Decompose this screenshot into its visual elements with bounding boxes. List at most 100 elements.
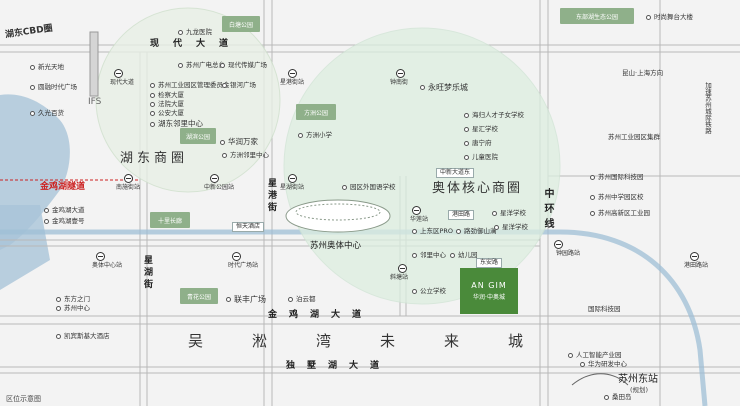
poi-39: 联丰广场 xyxy=(226,296,266,304)
poi-34: 苏州高新区工业园 xyxy=(590,210,650,217)
metro-0: 现代大道 xyxy=(110,79,135,86)
poi-3: 苏州工业园区管理委员会 xyxy=(150,82,230,89)
ifs-label: IFS xyxy=(88,97,102,107)
poi-28: 东安路 xyxy=(476,258,503,268)
poi-37: 苏州工业园区集群 xyxy=(608,133,660,141)
poi-32: 中新大道东 xyxy=(436,168,475,178)
metro-station-icon xyxy=(232,252,241,261)
metro-station-icon xyxy=(690,252,699,261)
poi-42: 华为研发中心 xyxy=(580,361,627,368)
station-sub: (规划) xyxy=(630,386,649,394)
poi-4: 苏州广电总台 xyxy=(178,62,225,69)
hudong-district-label: 湖东商圈 xyxy=(120,151,189,166)
jinjihu-road-label: 金鸡湖大道 xyxy=(268,310,374,320)
park-2: 湖滨公园 xyxy=(180,128,216,144)
metro-station-icon xyxy=(554,240,563,249)
dushu-road-label: 独墅湖大道 xyxy=(286,361,392,371)
metro-1: 星港街站 xyxy=(280,79,305,86)
poi-47: 九龙医院 xyxy=(178,29,212,36)
poi-27: 公立学校 xyxy=(412,288,446,295)
wusong-5: 城 xyxy=(508,332,524,350)
poi-40: 时尚舞台大楼 xyxy=(646,14,693,21)
poi-11: 华润万家 xyxy=(220,138,258,146)
poi-30: 金鸡湖壹号 xyxy=(44,218,85,225)
poi-2: 久光百货 xyxy=(30,110,64,117)
poi-1: 圆融时代广场 xyxy=(30,84,77,91)
wusong-1: 淞 xyxy=(252,332,268,350)
poi-24: 星洋学校 xyxy=(494,224,528,231)
wusong-0: 吴 xyxy=(188,332,204,350)
xinggang-road-label: 星港街 xyxy=(266,178,276,214)
poi-26: 幼儿园 xyxy=(450,252,478,259)
metro-station-icon xyxy=(288,174,297,183)
metro-station-icon xyxy=(96,252,105,261)
metro-station-icon xyxy=(124,174,133,183)
poi-43: 桑田岛 xyxy=(604,394,632,401)
metro-4: 中新公园站 xyxy=(204,184,235,191)
poi-49: 泊云都 xyxy=(288,296,316,303)
poi-45: 东方之门 xyxy=(56,296,90,303)
metro-station-icon xyxy=(114,69,123,78)
poi-9: 银河广场 xyxy=(222,82,256,89)
poi-6: 检察大厦 xyxy=(150,92,184,99)
poi-17: 星汇学校 xyxy=(464,126,498,133)
poi-18: 唐宁府 xyxy=(464,140,492,147)
aoti-district-label: 奥体核心商圈 xyxy=(432,181,523,196)
poi-38: 金鸡湖大道 xyxy=(44,207,85,214)
project-zh: 华润·中奥城 xyxy=(473,294,505,301)
metro-3: 南施街站 xyxy=(116,184,141,191)
metro-station-icon xyxy=(398,264,407,273)
poi-22: 上东区PRO xyxy=(412,228,453,235)
poi-15: 园区外国语学校 xyxy=(342,184,396,191)
wusong-3: 未 xyxy=(380,332,396,350)
park-3: 十里长廊 xyxy=(150,212,190,228)
poi-16: 海归人才子女学校 xyxy=(464,112,524,119)
poi-12: 方洲邻里中心 xyxy=(222,152,269,159)
poi-29: 恒天酒店 xyxy=(232,222,265,232)
poi-48: 昆山·上海方向 xyxy=(622,69,664,77)
park-4: 青花公园 xyxy=(180,288,218,304)
metro-5: 星湖街站 xyxy=(280,184,305,191)
park-1: 方洲公园 xyxy=(296,104,336,120)
poi-41: 人工智能产业园 xyxy=(568,352,622,359)
poi-35: 苏州中学园区校 xyxy=(590,194,644,201)
wusong-2: 湾 xyxy=(316,332,332,350)
metro-station-icon xyxy=(210,174,219,183)
poi-5: 现代传媒广场 xyxy=(220,62,267,69)
metro-station-icon xyxy=(288,69,297,78)
poi-7: 法院大厦 xyxy=(150,101,184,108)
poi-20: 港田路 xyxy=(448,210,475,220)
park-0: 白塘公园 xyxy=(222,16,260,32)
poi-33: 苏州国际科技园 xyxy=(590,174,644,181)
zhonghuan-road-label: 中环线 xyxy=(542,188,553,233)
footer-caption: 区位示意图 xyxy=(6,395,41,403)
xiandai-road-label: 现代大道 xyxy=(150,39,243,49)
metro-2: 钟南街 xyxy=(390,79,409,86)
poi-0: 新光天地 xyxy=(30,64,64,71)
poi-50: 加速苏州城际铁路 xyxy=(703,82,712,134)
project-block: AN GIM 华润·中奥城 xyxy=(460,268,518,314)
poi-21: 星洋学校 xyxy=(492,210,526,217)
poi-25: 邻里中心 xyxy=(412,252,446,259)
metro-10: 钟园路站 xyxy=(556,250,581,257)
poi-36: 国际科技园 xyxy=(588,305,621,313)
wusong-4: 来 xyxy=(444,332,460,350)
park-5: 东部湖生态公园 xyxy=(560,8,634,24)
metro-9: 斜塘站 xyxy=(390,274,409,281)
poi-23: 路劲御山澜 xyxy=(456,228,497,235)
poi-31: 苏州奥体中心 xyxy=(310,241,362,251)
poi-46: 苏州中心 xyxy=(56,305,90,312)
metro-11: 港田路站 xyxy=(684,262,709,269)
metro-8: 华莲站 xyxy=(410,216,429,223)
metro-station-icon xyxy=(396,69,405,78)
poi-44: 凯宾斯基大酒店 xyxy=(56,333,110,340)
poi-13: 方洲小学 xyxy=(298,132,332,139)
poi-14: 永旺梦乐城 xyxy=(420,84,468,92)
poi-19: 儿童医院 xyxy=(464,154,498,161)
station-name: 苏州东站 xyxy=(618,374,658,385)
metro-7: 时代广场站 xyxy=(228,262,259,269)
poi-10: 湖东邻里中心 xyxy=(150,120,203,128)
poi-8: 公安大厦 xyxy=(150,110,184,117)
